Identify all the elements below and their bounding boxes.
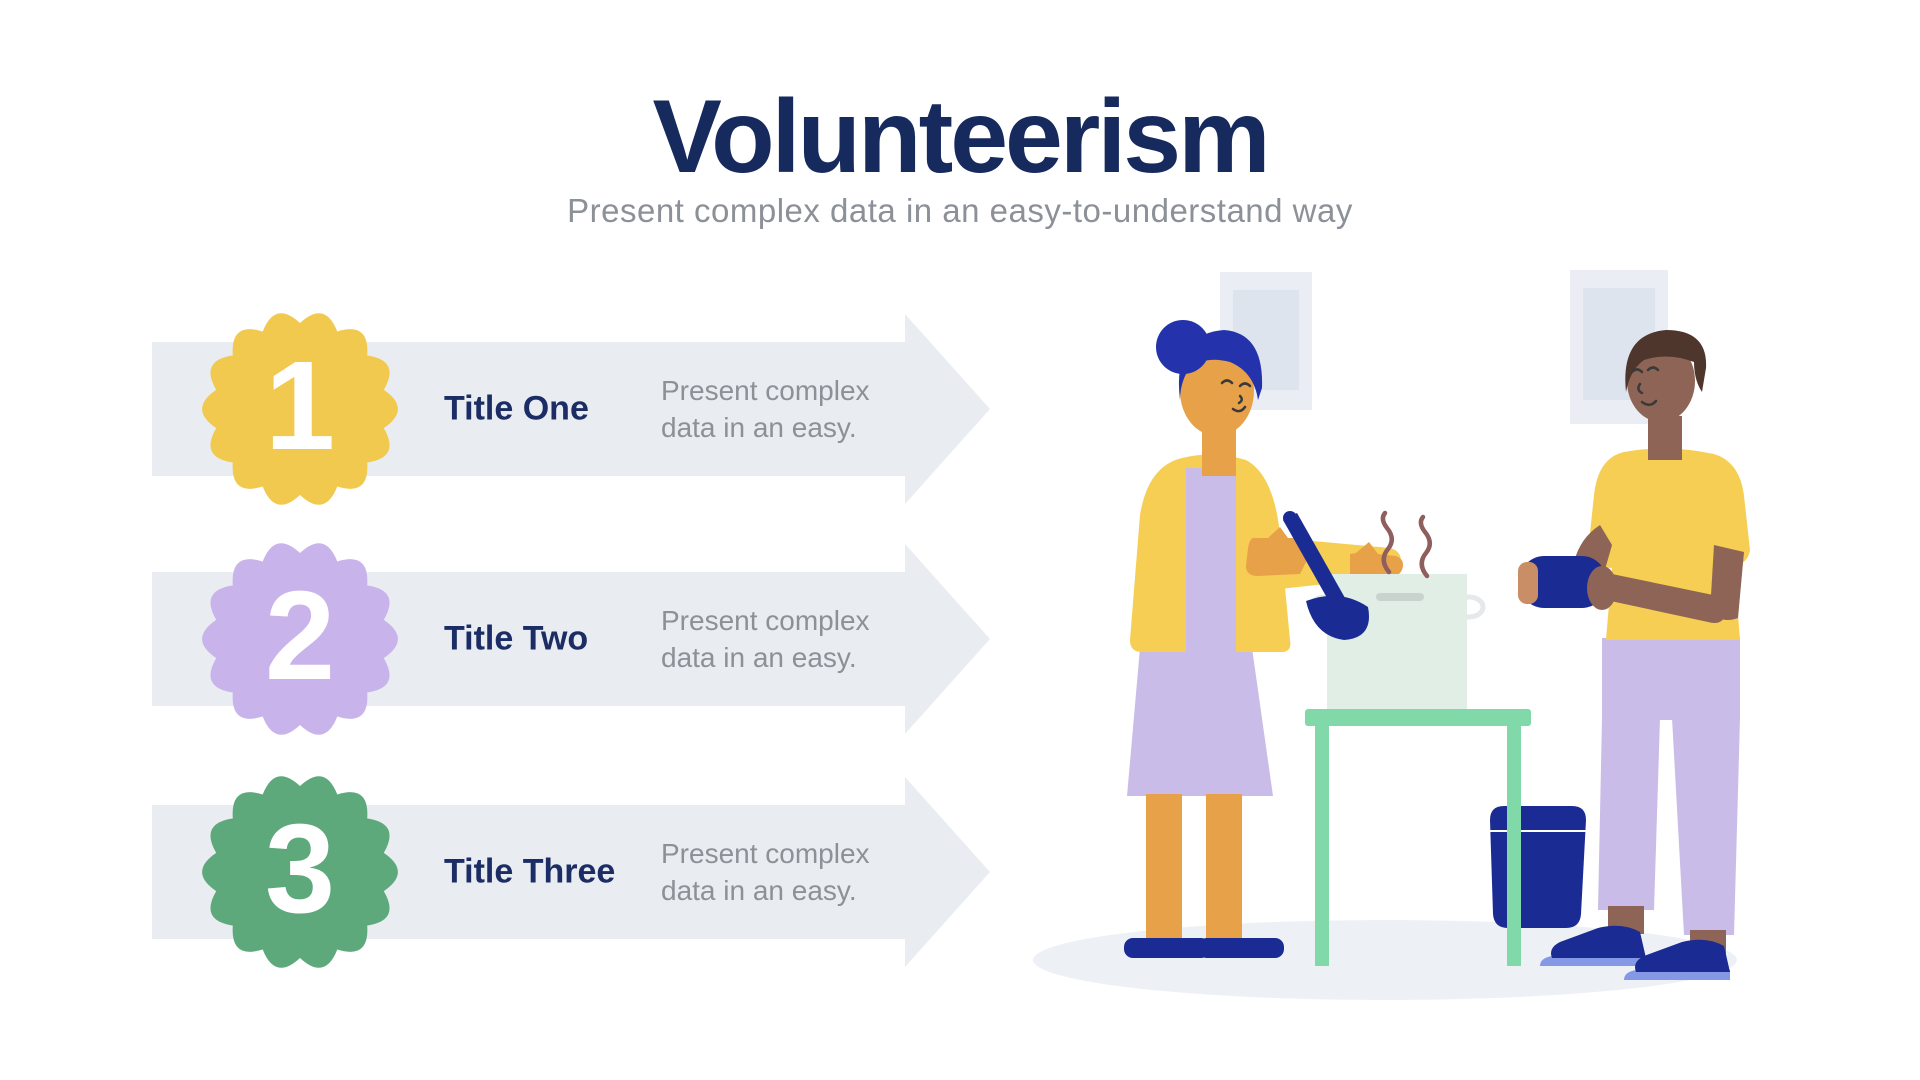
table-right-leg xyxy=(1507,722,1521,966)
badge-3-number: 3 xyxy=(264,797,336,939)
woman-right-leg xyxy=(1206,794,1242,944)
table-left-leg xyxy=(1315,722,1329,966)
row-3-description: Present complex data in an easy. xyxy=(661,838,870,906)
steam-wisp-left xyxy=(1380,510,1394,575)
man-head xyxy=(1627,340,1695,422)
woman-hand-far xyxy=(1350,542,1404,578)
man-hips xyxy=(1602,638,1740,720)
badge-1: 1 xyxy=(186,295,414,523)
page-title: Volunteerism xyxy=(652,79,1270,195)
table-top xyxy=(1305,709,1531,726)
woman-left-leg xyxy=(1146,794,1182,944)
ladle xyxy=(1283,511,1369,640)
steam-wisp-right xyxy=(1418,514,1432,579)
pot-lid-handle xyxy=(1376,593,1424,601)
row-3-title: Title Three xyxy=(444,852,616,891)
man-face xyxy=(1630,366,1660,406)
man-right-shoe xyxy=(1635,939,1730,972)
woman-right-shoe xyxy=(1198,938,1284,958)
man-left-shoe-sole xyxy=(1540,956,1646,966)
row-2-title: Title Two xyxy=(444,619,589,658)
badge-3-shape xyxy=(202,776,398,968)
bucket xyxy=(1489,806,1587,928)
badge-2: 2 xyxy=(186,525,414,753)
man-left-shoe xyxy=(1551,925,1646,958)
man-left-pant xyxy=(1598,718,1660,910)
woman-neck xyxy=(1202,428,1236,476)
man-hair xyxy=(1625,330,1707,392)
soup-pot xyxy=(1308,574,1486,714)
badge-1-shape xyxy=(202,313,398,505)
man-right-shoe-sole xyxy=(1624,970,1730,980)
man-right-hand xyxy=(1587,566,1617,610)
volunteers-serving-soup-illustration xyxy=(1033,270,1750,1000)
man-figure xyxy=(1518,330,1750,980)
woman-face xyxy=(1220,379,1252,413)
scallop-seal-icon xyxy=(202,543,398,735)
table xyxy=(1305,709,1531,966)
soup-bowl-hand-cap xyxy=(1518,562,1538,604)
scallop-seal-icon xyxy=(202,776,398,968)
ladle-bowl xyxy=(1306,595,1369,640)
bucket-body xyxy=(1490,806,1586,928)
woman-hair-bun xyxy=(1156,320,1210,374)
woman-skirt xyxy=(1127,648,1273,796)
page-subtitle: Present complex data in an easy-to-under… xyxy=(567,192,1353,229)
scallop-seal-icon xyxy=(202,313,398,505)
badge-2-number: 2 xyxy=(264,564,336,706)
woman-left-shoe xyxy=(1124,938,1210,958)
row-2-description: Present complex data in an easy. xyxy=(661,605,870,673)
soup-bowl xyxy=(1520,556,1606,608)
ladle-handle xyxy=(1283,513,1349,612)
man-right-pant xyxy=(1672,718,1740,935)
woman-blouse xyxy=(1186,468,1236,652)
row-1-description: Present complex data in an easy. xyxy=(661,375,870,443)
badge-2-shape xyxy=(202,543,398,735)
steam-wisps xyxy=(1380,510,1432,579)
row-1-title: Title One xyxy=(444,389,589,428)
man-right-forearm xyxy=(1606,574,1727,623)
badge-1-number: 1 xyxy=(264,334,336,476)
woman-figure xyxy=(1124,320,1404,958)
woman-hand-near xyxy=(1246,527,1308,576)
badge-3: 3 xyxy=(186,758,414,986)
man-neck xyxy=(1648,416,1682,460)
